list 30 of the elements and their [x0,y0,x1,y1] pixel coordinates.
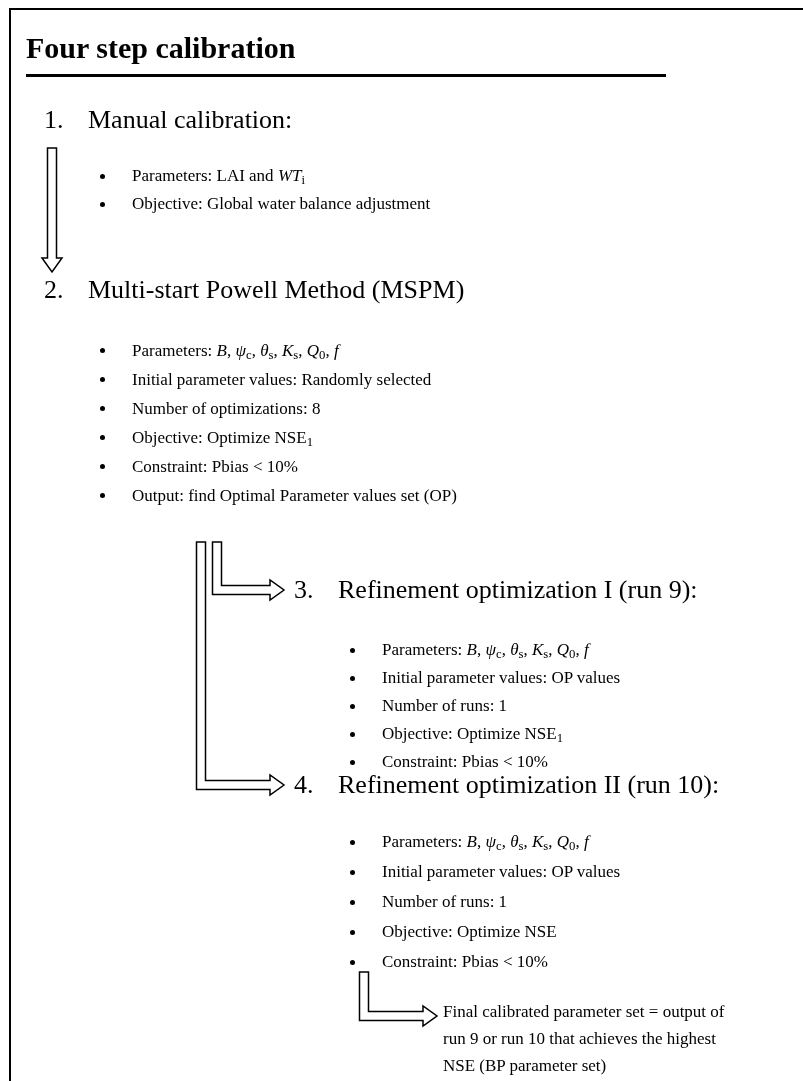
step-heading: Multi-start Powell Method (MSPM) [88,274,465,306]
step-number: 2. [43,274,65,306]
bullet-item: Constraint: Pbias < 10% [132,456,298,478]
step-number: 3. [293,574,315,606]
bullet-item: Initial parameter values: OP values [382,667,621,689]
step-number: 4. [293,769,315,801]
bullet-item: Initial parameter values: Randomly selected [132,369,432,391]
bullet-item: Number of runs: 1 [382,891,508,913]
bullet-item: Objective: Optimize NSE [382,921,557,943]
double-line-arrow [40,147,64,274]
bullet-item: Number of optimizations: 8 [132,398,321,420]
result-text: Final calibrated parameter set = output of run 9 or run 10 that achieves the highest NSE (BP parameter set) [443,1001,726,1077]
bullet-item: Parameters: LAI and WT$_{i}$ [132,165,306,190]
bullet-item: Parameters: B, ψ$_{c}$, θ$_{s}$, K$_{s}$, Q$_{0}$, f [132,340,339,365]
bullet-item: Objective: Optimize NSE$_{1}$ [132,427,314,452]
bullet-item: Initial parameter values: OP values [382,861,621,883]
step-heading: Manual calibration: [88,104,293,136]
bullet-item: Number of runs: 1 [382,695,508,717]
title: Four step calibration [26,30,296,66]
double-line-arrow [195,541,286,797]
bullet-item: Output: find Optimal Parameter values set (OP) [132,485,457,507]
double-line-arrow [211,541,286,602]
bullet-item: Constraint: Pbias < 10% [382,951,548,973]
bullet-item: Objective: Optimize NSE$_{1}$ [382,723,564,748]
step-number: 1. [43,104,65,136]
bullet-item: Objective: Global water balance adjustment [132,193,431,215]
double-line-arrow [358,971,439,1028]
bullet-item: Parameters: B, ψ$_{c}$, θ$_{s}$, K$_{s}$, Q$_{0}$, f [382,831,589,856]
bullet-item: Parameters: B, ψ$_{c}$, θ$_{s}$, K$_{s}$, Q$_{0}$, f [382,639,589,664]
step-heading: Refinement optimization I (run 9): [338,574,698,606]
